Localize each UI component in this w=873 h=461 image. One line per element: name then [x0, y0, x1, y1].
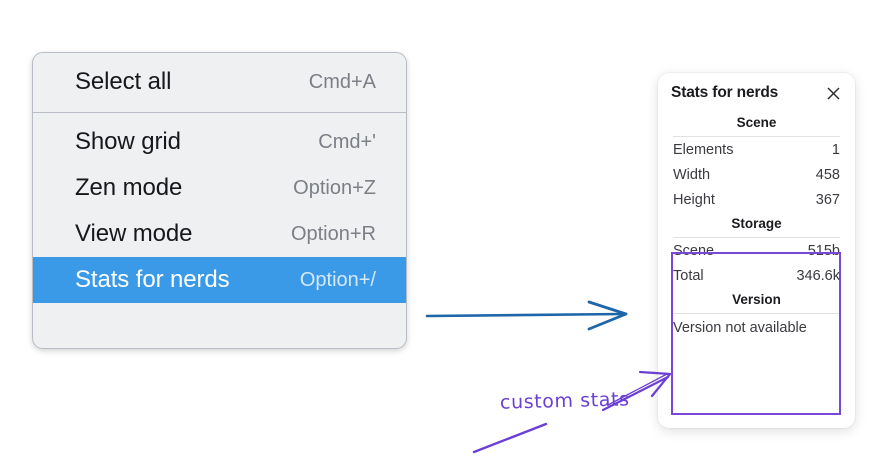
- stat-value: 1: [831, 142, 840, 158]
- menu-item-select-all[interactable]: Select all Cmd+A: [33, 59, 406, 105]
- menu-item-label: View mode: [75, 220, 193, 247]
- stat-label: Elements: [673, 142, 734, 158]
- stat-value: 515b: [807, 243, 840, 259]
- stat-value: 458: [815, 167, 840, 183]
- stat-row-version: Version not available: [673, 320, 807, 336]
- stat-row-storage-scene: Scene 515b: [671, 238, 842, 263]
- menu-item-view-mode[interactable]: View mode Option+R: [33, 211, 406, 257]
- close-icon[interactable]: [825, 85, 842, 102]
- menu-item-show-grid[interactable]: Show grid Cmd+': [33, 119, 406, 165]
- section-divider: [673, 136, 840, 137]
- menu-item-shortcut: Cmd+': [318, 130, 376, 153]
- section-heading-scene: Scene: [736, 115, 777, 130]
- panel-header: Stats for nerds: [671, 84, 842, 102]
- blue-arrow: [425, 300, 628, 331]
- section-divider: [673, 237, 840, 238]
- section-heading-storage: Storage: [731, 216, 782, 231]
- stat-row-storage-total: Total 346.6k: [671, 263, 842, 288]
- stats-for-nerds-panel: Stats for nerds Scene Elements 1 Width 4…: [658, 73, 855, 428]
- menu-item-label: Zen mode: [75, 174, 183, 201]
- stat-label: Scene: [673, 243, 715, 259]
- stat-row-height: Height 367: [671, 187, 842, 212]
- panel-title: Stats for nerds: [671, 84, 779, 101]
- menu-item-shortcut: Option+R: [290, 222, 376, 245]
- menu-item-shortcut: Option+Z: [293, 176, 376, 199]
- stat-label: Height: [673, 192, 715, 208]
- custom-stats-annotation-label: custom stats: [499, 388, 630, 414]
- section-heading-version: Version: [732, 292, 781, 307]
- menu-item-zen-mode[interactable]: Zen mode Option+Z: [33, 165, 406, 211]
- menu-item-label: Select all: [75, 68, 172, 95]
- stat-label: Width: [673, 167, 711, 183]
- menu-item-shortcut: Option+/: [299, 268, 376, 291]
- menu-item-label: Stats for nerds: [75, 266, 230, 293]
- purple-underline-stroke: [472, 422, 548, 454]
- menu-item-shortcut: Cmd+A: [308, 70, 376, 93]
- menu-item-stats-for-nerds[interactable]: Stats for nerds Option+/: [33, 257, 406, 303]
- stat-row-width: Width 458: [671, 162, 842, 187]
- stat-value: 346.6k: [796, 268, 840, 284]
- menu-item-label: Show grid: [75, 128, 181, 155]
- context-menu[interactable]: Select all Cmd+A Show grid Cmd+' Zen mod…: [32, 52, 407, 349]
- stat-row-elements: Elements 1: [671, 137, 842, 162]
- menu-group-2: Show grid Cmd+' Zen mode Option+Z View m…: [33, 112, 406, 310]
- menu-group-1: Select all Cmd+A: [33, 53, 406, 112]
- stat-value: 367: [815, 192, 840, 208]
- section-divider: [673, 313, 840, 314]
- stat-label: Total: [673, 268, 704, 284]
